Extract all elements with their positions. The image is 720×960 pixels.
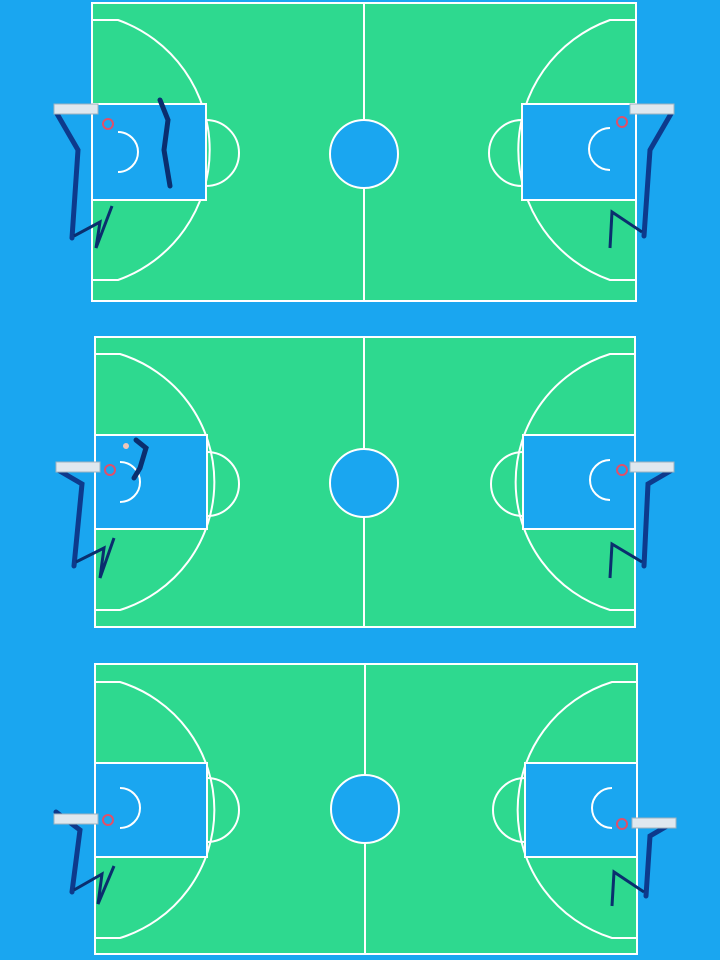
key-right	[524, 762, 638, 858]
three-point-arc-left	[95, 353, 216, 611]
restricted-arc-right	[588, 127, 611, 171]
three-point-arc-left	[95, 681, 216, 939]
rim	[102, 118, 114, 130]
basket-stand-right	[608, 103, 675, 249]
basket-stand-right	[608, 461, 675, 579]
court-middle	[55, 336, 675, 628]
backboard	[53, 103, 99, 115]
center-circle	[329, 448, 399, 518]
three-point-arc-right	[514, 353, 635, 611]
key-left	[91, 103, 207, 201]
three-point-arc-left	[92, 19, 211, 281]
backboard	[53, 813, 99, 825]
free-throw-arc-right	[492, 777, 526, 843]
free-throw-arc-right	[488, 119, 523, 187]
basket-stand-left	[53, 809, 116, 905]
basket-stand-left	[55, 461, 116, 579]
free-throw-arc-left	[205, 119, 240, 187]
key-right	[522, 434, 636, 530]
player	[157, 97, 173, 189]
rim	[616, 116, 628, 128]
restricted-arc-right	[591, 787, 613, 829]
court-bottom	[53, 663, 677, 955]
free-throw-arc-left	[206, 451, 240, 517]
rim	[616, 818, 628, 830]
restricted-arc-left	[119, 461, 141, 503]
player	[123, 437, 149, 481]
restricted-arc-right	[589, 459, 611, 501]
center-circle	[330, 774, 400, 844]
backboard	[629, 461, 675, 473]
center-circle	[329, 119, 399, 189]
backboard	[631, 817, 677, 829]
free-throw-arc-right	[490, 451, 524, 517]
rim	[102, 814, 114, 826]
rim	[616, 464, 628, 476]
court-top	[53, 2, 675, 302]
key-left	[94, 434, 208, 530]
ball	[123, 443, 129, 449]
three-point-arc-right	[516, 681, 637, 939]
key-left	[94, 762, 208, 858]
free-throw-arc-left	[206, 777, 240, 843]
backboard	[55, 461, 101, 473]
restricted-arc-left	[119, 787, 141, 829]
restricted-arc-left	[117, 131, 139, 173]
rim	[104, 464, 116, 476]
three-point-arc-right	[517, 19, 636, 281]
backboard	[629, 103, 675, 115]
basket-stand-left	[53, 103, 114, 249]
basket-stand-right	[610, 817, 677, 907]
